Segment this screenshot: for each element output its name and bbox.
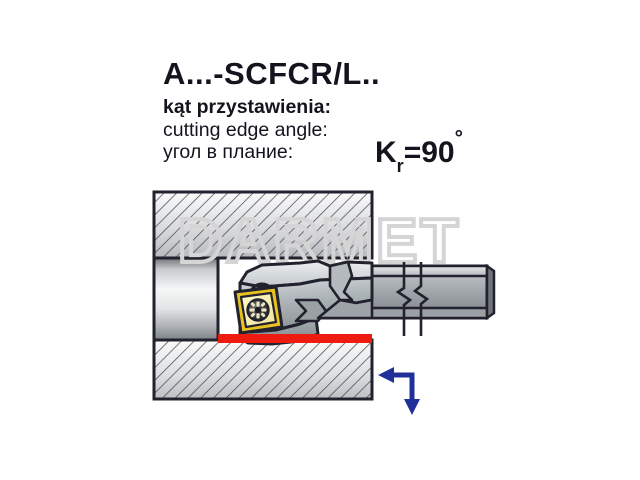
angle-equals: =90 — [403, 136, 455, 169]
workpiece-upper — [152, 190, 374, 260]
page-title: A...-SCFCR/L.. — [163, 56, 381, 91]
clamp-screw — [246, 298, 270, 322]
angle-symbol: K — [375, 136, 397, 169]
label-polish: kąt przystawienia: — [163, 96, 331, 118]
angle-value: Kr=90° — [375, 128, 463, 175]
feed-arrow — [378, 367, 420, 415]
machined-surface — [218, 334, 372, 343]
angle-subscript: r — [396, 156, 404, 176]
break-line — [395, 262, 430, 336]
workpiece-lower — [152, 338, 374, 401]
label-russian: угол в плание: — [163, 141, 294, 164]
angle-degree-icon: ° — [454, 127, 463, 150]
title-block: A...-SCFCR/L.. kąt przystawienia: cuttin… — [163, 56, 563, 175]
label-english: cutting edge angle: — [163, 118, 328, 141]
